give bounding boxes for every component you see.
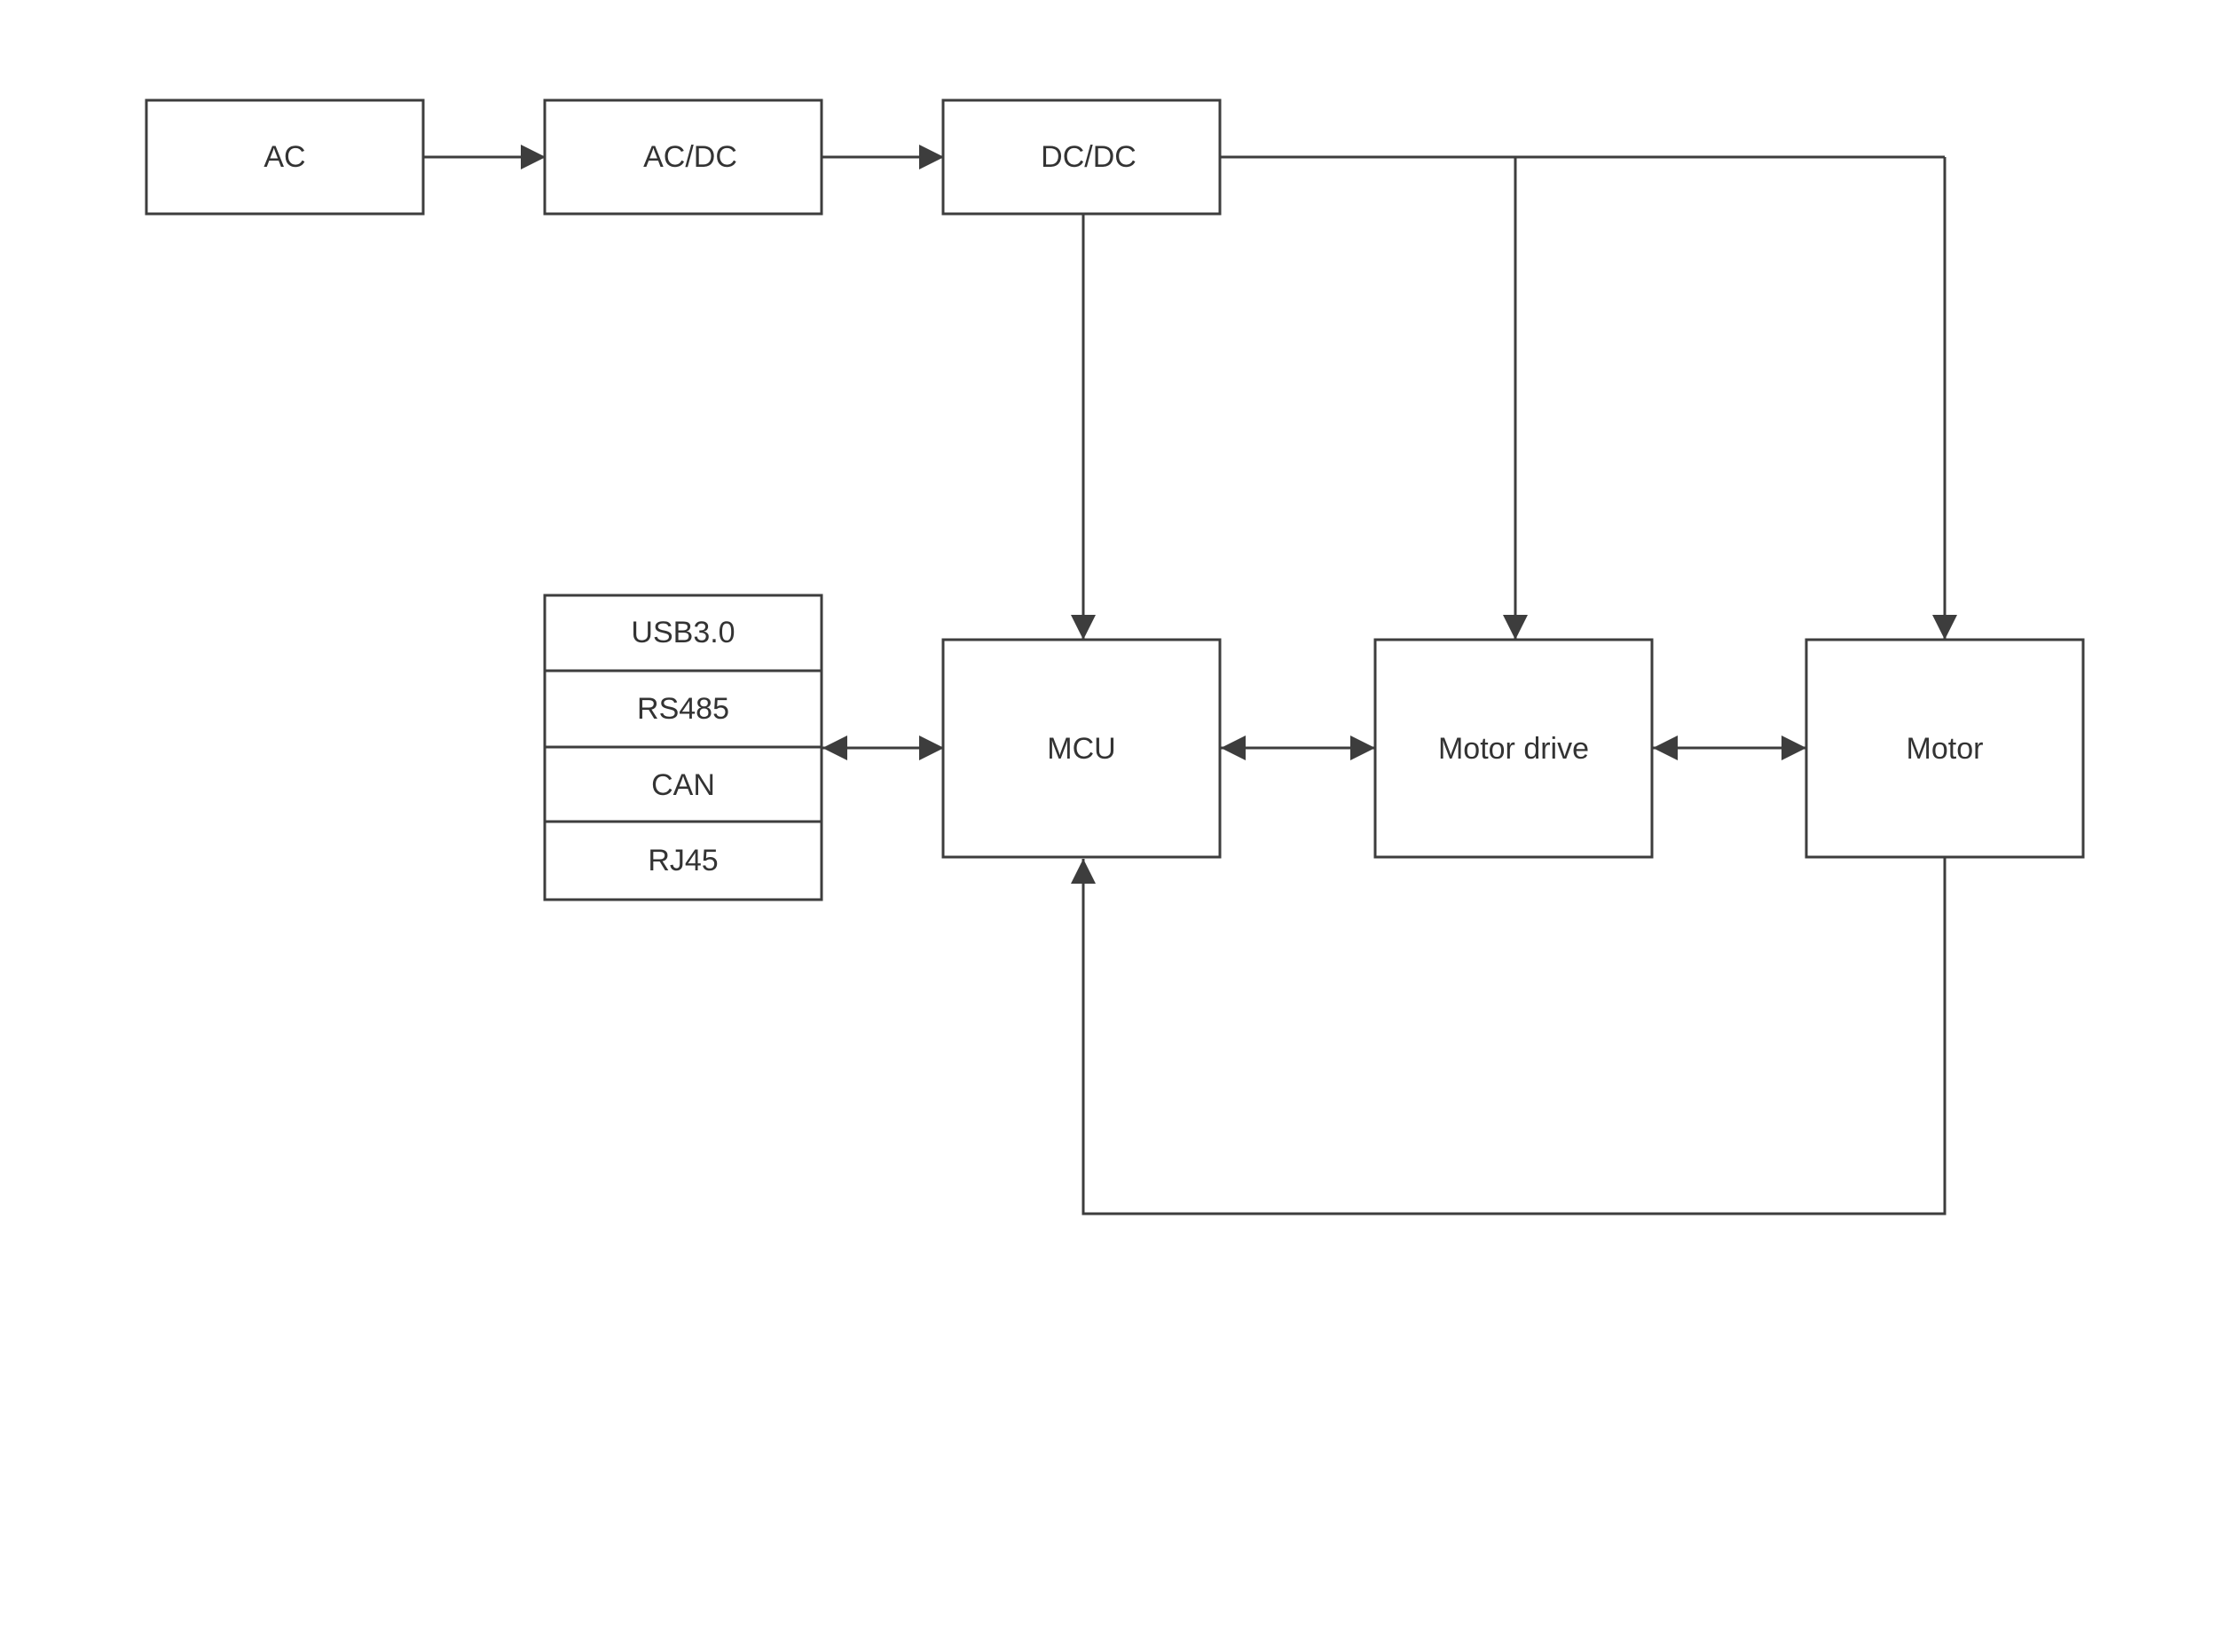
block-acdc: AC/DC bbox=[543, 98, 823, 216]
interface-usb-label: USB3.0 bbox=[631, 616, 735, 649]
block-mcu-label: MCU bbox=[1047, 732, 1115, 766]
block-motor: Motor bbox=[1805, 638, 2085, 859]
interface-rj45-label: RJ45 bbox=[648, 844, 718, 877]
arrow-motor-feedback-to-mcu bbox=[1071, 857, 1947, 1215]
connectors bbox=[424, 145, 1957, 1215]
block-ac-label: AC bbox=[263, 140, 305, 174]
interface-cell-rj45 bbox=[543, 820, 823, 901]
interface-cell-can bbox=[543, 745, 823, 823]
interface-cell-rs485 bbox=[543, 669, 823, 749]
interface-rs485-label: RS485 bbox=[637, 692, 729, 726]
block-dcdc: DC/DC bbox=[941, 98, 1222, 216]
block-mcu: MCU bbox=[941, 638, 1222, 859]
block-motor-drive-label: Motor drive bbox=[1438, 732, 1589, 766]
block-motor-drive: Motor drive bbox=[1373, 638, 1654, 859]
interface-can-label: CAN bbox=[651, 768, 715, 802]
interface-stack: USB3.0 RS485 CAN RJ45 bbox=[543, 594, 823, 901]
block-acdc-label: AC/DC bbox=[643, 140, 737, 174]
block-dcdc-label: DC/DC bbox=[1041, 140, 1137, 174]
block-ac: AC bbox=[145, 98, 425, 216]
interface-cell-usb bbox=[543, 594, 823, 673]
block-motor-label: Motor bbox=[1907, 732, 1984, 766]
